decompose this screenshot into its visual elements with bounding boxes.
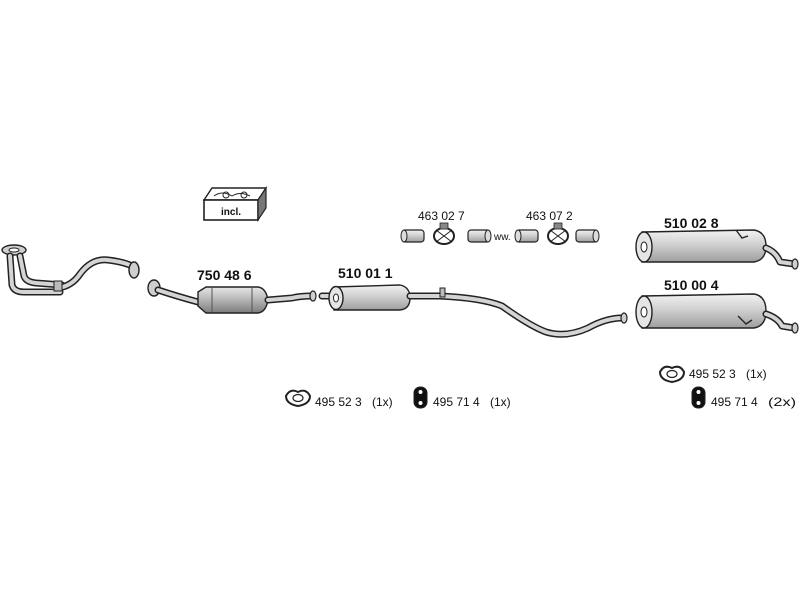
clamp-set-b: 463 07 2 (514, 209, 600, 245)
rubber-mount-icon (413, 386, 428, 409)
front-pipe (1, 244, 140, 296)
clamp-a-part-number: 463 02 7 (418, 209, 465, 223)
middle-silencer-part-number: 510 01 1 (338, 265, 393, 281)
rear-silencer-a-part-number: 510 02 8 (664, 215, 719, 231)
catalytic-converter: 750 48 6 (147, 267, 317, 314)
rear-silencer-a: 510 02 8 (635, 215, 799, 270)
mounting-rear-quantity: (2x) (768, 395, 796, 409)
clamp-set-a: 463 02 7 ww. (400, 209, 511, 245)
rear-silencer-b-part-number: 510 00 4 (664, 277, 719, 293)
gasket-middle-part-number: 495 52 3 (315, 395, 362, 409)
rubber-mount-icon (691, 386, 706, 409)
mounting-middle-quantity: (1x) (490, 395, 511, 409)
mounting-middle: 495 71 4 (1x) (413, 386, 511, 409)
gasket-rear: 495 52 3 (1x) (658, 365, 767, 384)
gasket-middle: 495 52 3 (1x) (284, 389, 393, 409)
mounting-rear: 495 71 4 (2x) (691, 386, 796, 409)
middle-silencer: 510 01 1 (318, 265, 628, 338)
kit-box-label: incl. (221, 207, 241, 218)
connector-text: ww. (493, 232, 511, 243)
clamp-b-part-number: 463 07 2 (526, 209, 573, 223)
rear-silencer-b: 510 00 4 (635, 277, 799, 334)
gasket-rear-quantity: (1x) (746, 367, 767, 381)
gasket-rear-part-number: 495 52 3 (689, 367, 736, 381)
mounting-rear-part-number: 495 71 4 (711, 395, 758, 409)
catalyst-part-number: 750 48 6 (197, 267, 252, 283)
kit-box: incl. (202, 186, 268, 222)
gasket-middle-quantity: (1x) (372, 395, 393, 409)
mounting-middle-part-number: 495 71 4 (433, 395, 480, 409)
